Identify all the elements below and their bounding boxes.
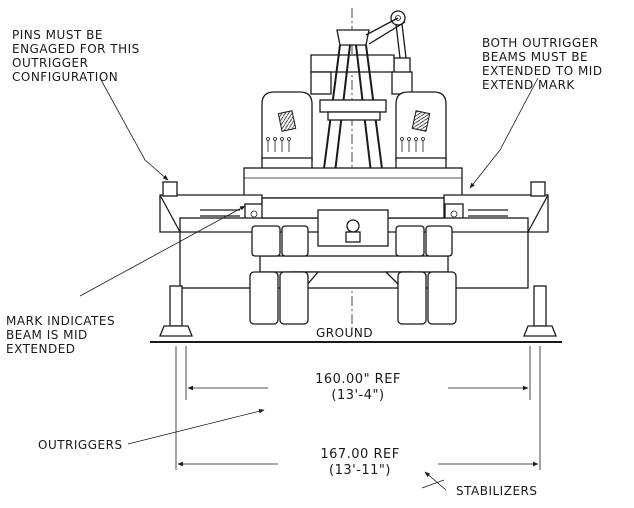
label-ground: GROUND: [316, 326, 374, 340]
chassis: [179, 197, 529, 289]
note-mid-extended-mark: MARK INDICATES BEAM IS MID EXTENDED: [6, 314, 116, 356]
leader-mark: [79, 205, 246, 297]
leader-pins: [99, 77, 169, 181]
leader-stabilizers-a: [421, 479, 445, 489]
tank-left: [261, 91, 313, 171]
note-pins-engaged: PINS MUST BE ENGAGED FOR THIS OUTRIGGER …: [12, 28, 140, 84]
upper-body: [243, 167, 463, 199]
leader-beams: [469, 77, 539, 189]
label-stabilizers: STABILIZERS: [456, 484, 538, 498]
label-outriggers: OUTRIGGERS: [38, 438, 123, 452]
dimension-stabilizer-span: 167.00 REF (13'-11"): [320, 447, 400, 478]
tank-right: [395, 91, 447, 171]
note-beams-extended: BOTH OUTRIGGER BEAMS MUST BE EXTENDED TO…: [482, 36, 603, 92]
leader-outriggers: [127, 409, 265, 445]
tires: [249, 225, 457, 325]
dimension-outrigger-span: 160.00" REF (13'-4"): [315, 372, 401, 403]
leader-stabilizers: [424, 471, 447, 491]
stabilizer-left: [159, 285, 193, 337]
stabilizer-right: [523, 285, 557, 337]
